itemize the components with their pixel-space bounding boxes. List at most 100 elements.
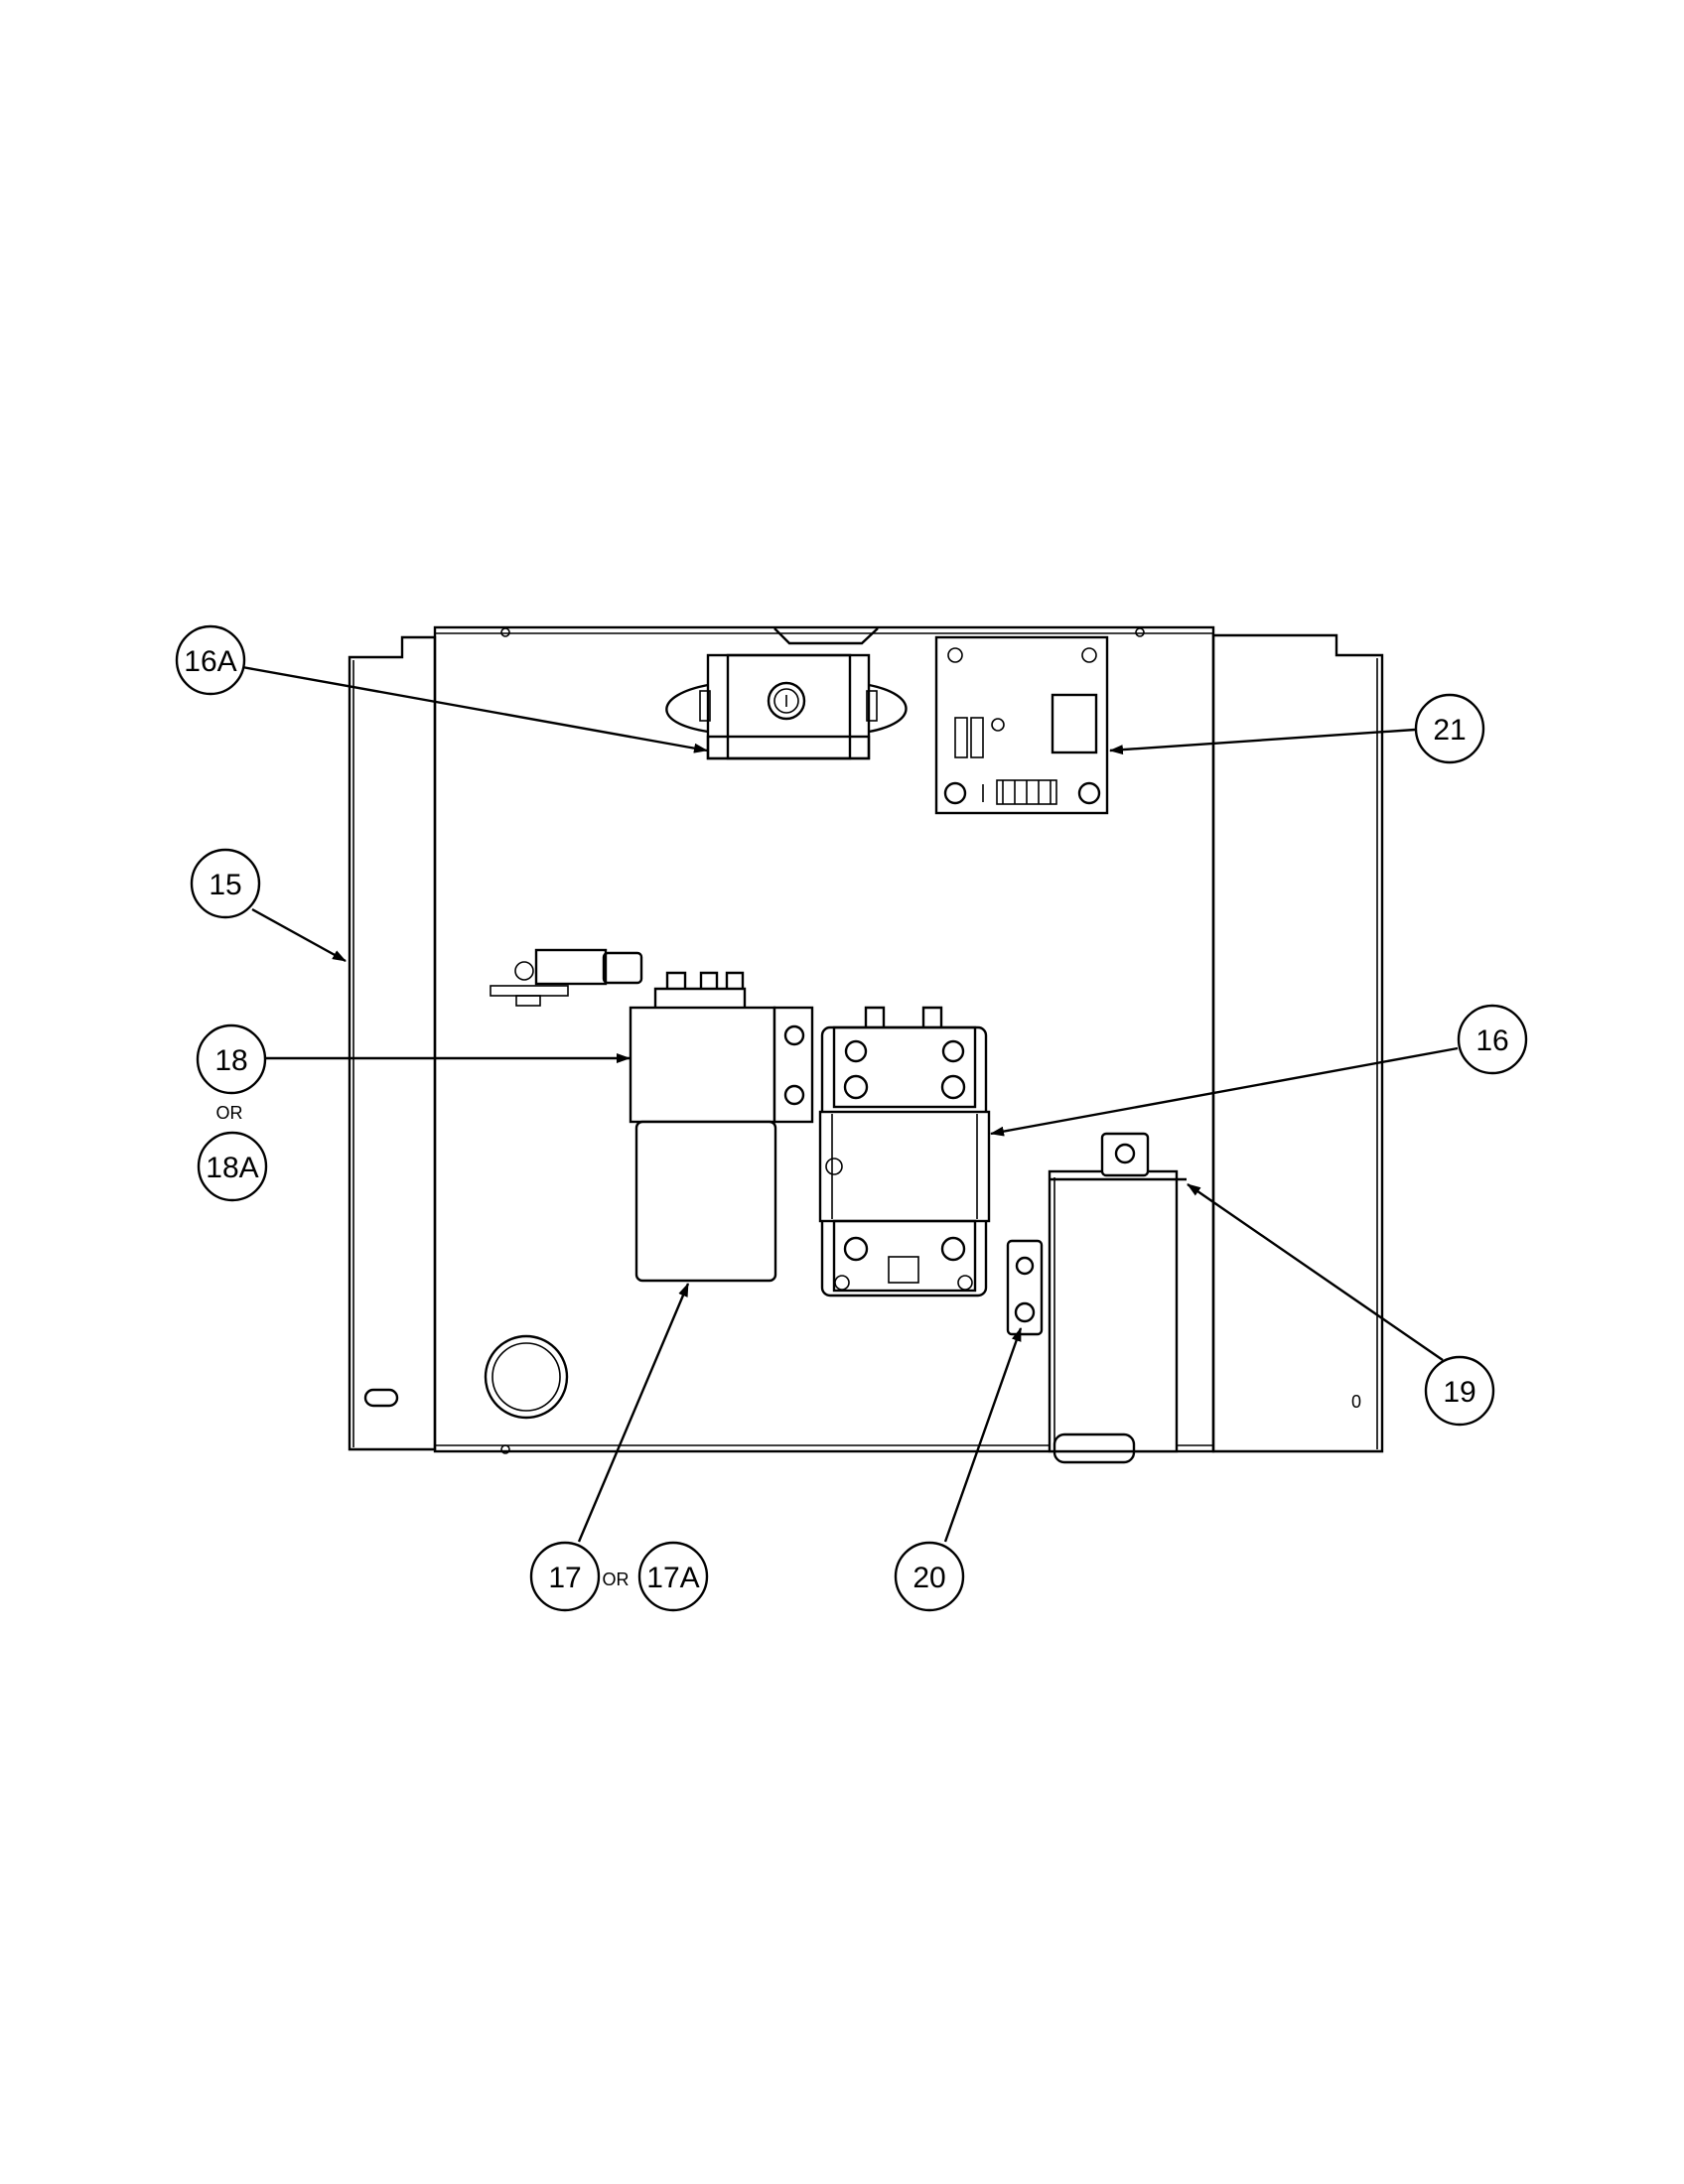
rivet	[1135, 627, 1145, 637]
callout-20: 20	[894, 1541, 965, 1612]
board-hole	[1081, 647, 1097, 663]
relay-base	[706, 735, 871, 760]
bracket-body	[534, 948, 608, 986]
callout-label: 16A	[184, 645, 236, 678]
callout-label: 15	[209, 869, 241, 901]
bracket-tab	[602, 951, 643, 985]
callout-17a: 17A	[637, 1541, 709, 1612]
leader-16	[990, 1046, 1459, 1137]
callout-circle	[894, 1541, 965, 1612]
callout-label: 17A	[646, 1562, 699, 1594]
callout-circle	[1424, 1355, 1495, 1427]
callout-16: 16	[1457, 1004, 1528, 1075]
callout-circle	[196, 1024, 267, 1095]
callout-circle	[175, 624, 246, 696]
control-panel: 0	[348, 625, 1384, 1454]
callout-label: 20	[912, 1562, 945, 1594]
panel-left-flange	[348, 635, 437, 1451]
contactor-16	[818, 1006, 991, 1297]
leader-17	[577, 1283, 690, 1543]
relay-dial-outer	[767, 681, 806, 721]
relay-wire-right	[868, 683, 908, 734]
or-label-18: OR	[216, 1103, 243, 1123]
contactor-screw	[834, 1275, 850, 1291]
contactor-screw	[940, 1236, 966, 1262]
callout-18a: 18A	[197, 1131, 268, 1202]
callout-circle	[637, 1541, 709, 1612]
contactor-screw	[941, 1039, 965, 1063]
contactor-coil	[818, 1110, 991, 1223]
small-bracket	[490, 948, 643, 1007]
capacitor-17	[634, 1120, 777, 1283]
bracket-foot	[515, 995, 541, 1007]
relay-tab-right	[866, 690, 878, 722]
callout-18: 18	[196, 1024, 267, 1095]
panel-mark: 0	[1351, 1392, 1361, 1412]
board-screw	[1077, 781, 1101, 805]
callout-16a: 16A	[175, 624, 246, 696]
board-component	[970, 717, 984, 758]
rivet	[500, 627, 510, 637]
relay-body	[706, 653, 871, 760]
callout-label: 18A	[206, 1152, 258, 1184]
leader-16a	[241, 665, 708, 753]
contactor-top-terminals	[864, 1006, 943, 1027]
callout-19: 19	[1424, 1355, 1495, 1427]
panel-right-flange	[1211, 633, 1384, 1453]
contactor-screw	[844, 1039, 868, 1063]
callout-21: 21	[1414, 693, 1485, 764]
relay-dial-inner	[773, 688, 799, 714]
callout-label: 18	[214, 1044, 247, 1077]
panel-top-notch	[773, 627, 879, 645]
panel-slot	[363, 1388, 399, 1408]
contactor-screw	[843, 1236, 869, 1262]
callout-label: 16	[1475, 1024, 1508, 1057]
capacitor-18	[629, 1006, 776, 1124]
ground-lug-20	[1006, 1239, 1044, 1336]
callout-label: 19	[1443, 1376, 1475, 1409]
relay-16a	[665, 653, 908, 760]
relay-tab-left	[699, 690, 711, 722]
panel-main-plate	[433, 625, 1215, 1453]
board-chip	[1051, 693, 1098, 754]
circuit-board-21	[934, 635, 1109, 815]
strap-screw	[783, 1024, 805, 1046]
callout-circle	[529, 1541, 601, 1612]
contactor-top-block	[832, 1025, 977, 1109]
leader-lines	[241, 665, 1459, 1543]
capacitor-assembly	[629, 971, 814, 1283]
board-connector	[996, 779, 1057, 805]
callout-circle	[190, 848, 261, 919]
leader-20	[943, 1327, 1023, 1543]
callout-circle	[1414, 693, 1485, 764]
callout-15: 15	[190, 848, 261, 919]
knockout-hole-outer	[484, 1334, 569, 1420]
transformer-19	[1048, 1132, 1187, 1464]
board-led	[991, 718, 1005, 732]
lug-screw	[1015, 1256, 1035, 1276]
relay-wire-left	[665, 683, 709, 734]
transformer-screw	[1114, 1143, 1136, 1164]
transformer-body	[1048, 1169, 1179, 1453]
callout-label: 21	[1433, 714, 1466, 747]
bracket-base	[490, 985, 569, 997]
strap-screw	[783, 1084, 805, 1106]
board-terminals	[982, 780, 1052, 804]
contactor-bottom-block	[832, 1219, 977, 1293]
callout-circle	[1457, 1004, 1528, 1075]
bracket-washer	[514, 961, 534, 981]
contactor-screw	[957, 1275, 973, 1291]
leader-21	[1109, 728, 1416, 755]
knockout-hole-inner	[491, 1342, 561, 1412]
leader-19	[1187, 1183, 1444, 1361]
capacitor-terminals	[653, 971, 747, 1008]
callout-label: 17	[548, 1562, 581, 1594]
callout-17: 17	[529, 1541, 601, 1612]
contactor-screw	[843, 1074, 869, 1100]
rivet	[500, 1444, 510, 1454]
board-component	[954, 717, 968, 758]
contactor-slot	[888, 1256, 919, 1284]
board-screw	[943, 781, 967, 805]
